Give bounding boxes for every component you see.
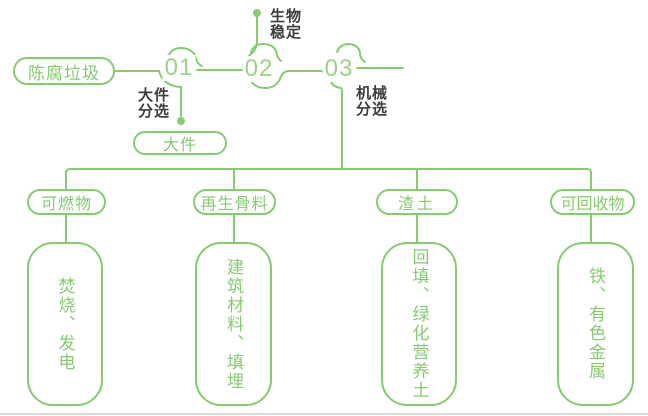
- box-building-materials-landfill: 建筑材料、填埋: [195, 242, 272, 406]
- node-source-label: 陈腐垃圾: [28, 63, 100, 83]
- bio-stable-dot: [253, 9, 261, 17]
- label-biological-stabilization: 生物 稳定: [270, 8, 303, 41]
- box-backfill-greening-soil: 回填、绿化营养土: [381, 242, 457, 406]
- bottom-divider: [0, 413, 648, 415]
- label-bulky-sorting: 大件 分选: [138, 87, 171, 120]
- step-number-02: 02: [242, 55, 276, 82]
- node-combustibles: 可燃物: [27, 189, 106, 215]
- node-bulky-output-label: 大件: [162, 137, 197, 154]
- box-incineration-power: 焚烧、发电: [27, 242, 103, 406]
- node-slag-soil: 渣土: [376, 189, 458, 215]
- node-recycled-aggregate: 再生骨料: [193, 189, 276, 215]
- box-iron-nonferrous-metal: 铁、有色金属: [557, 242, 634, 406]
- step-number-01: 01: [162, 54, 196, 81]
- bulky-drop-dot: [177, 117, 185, 125]
- node-recyclables: 可回收物: [550, 189, 635, 215]
- step-number-03: 03: [322, 55, 356, 82]
- label-mechanical-sorting: 机械 分选: [356, 85, 389, 118]
- node-source: 陈腐垃圾: [13, 57, 115, 85]
- node-bulky-output: 大件: [133, 131, 227, 155]
